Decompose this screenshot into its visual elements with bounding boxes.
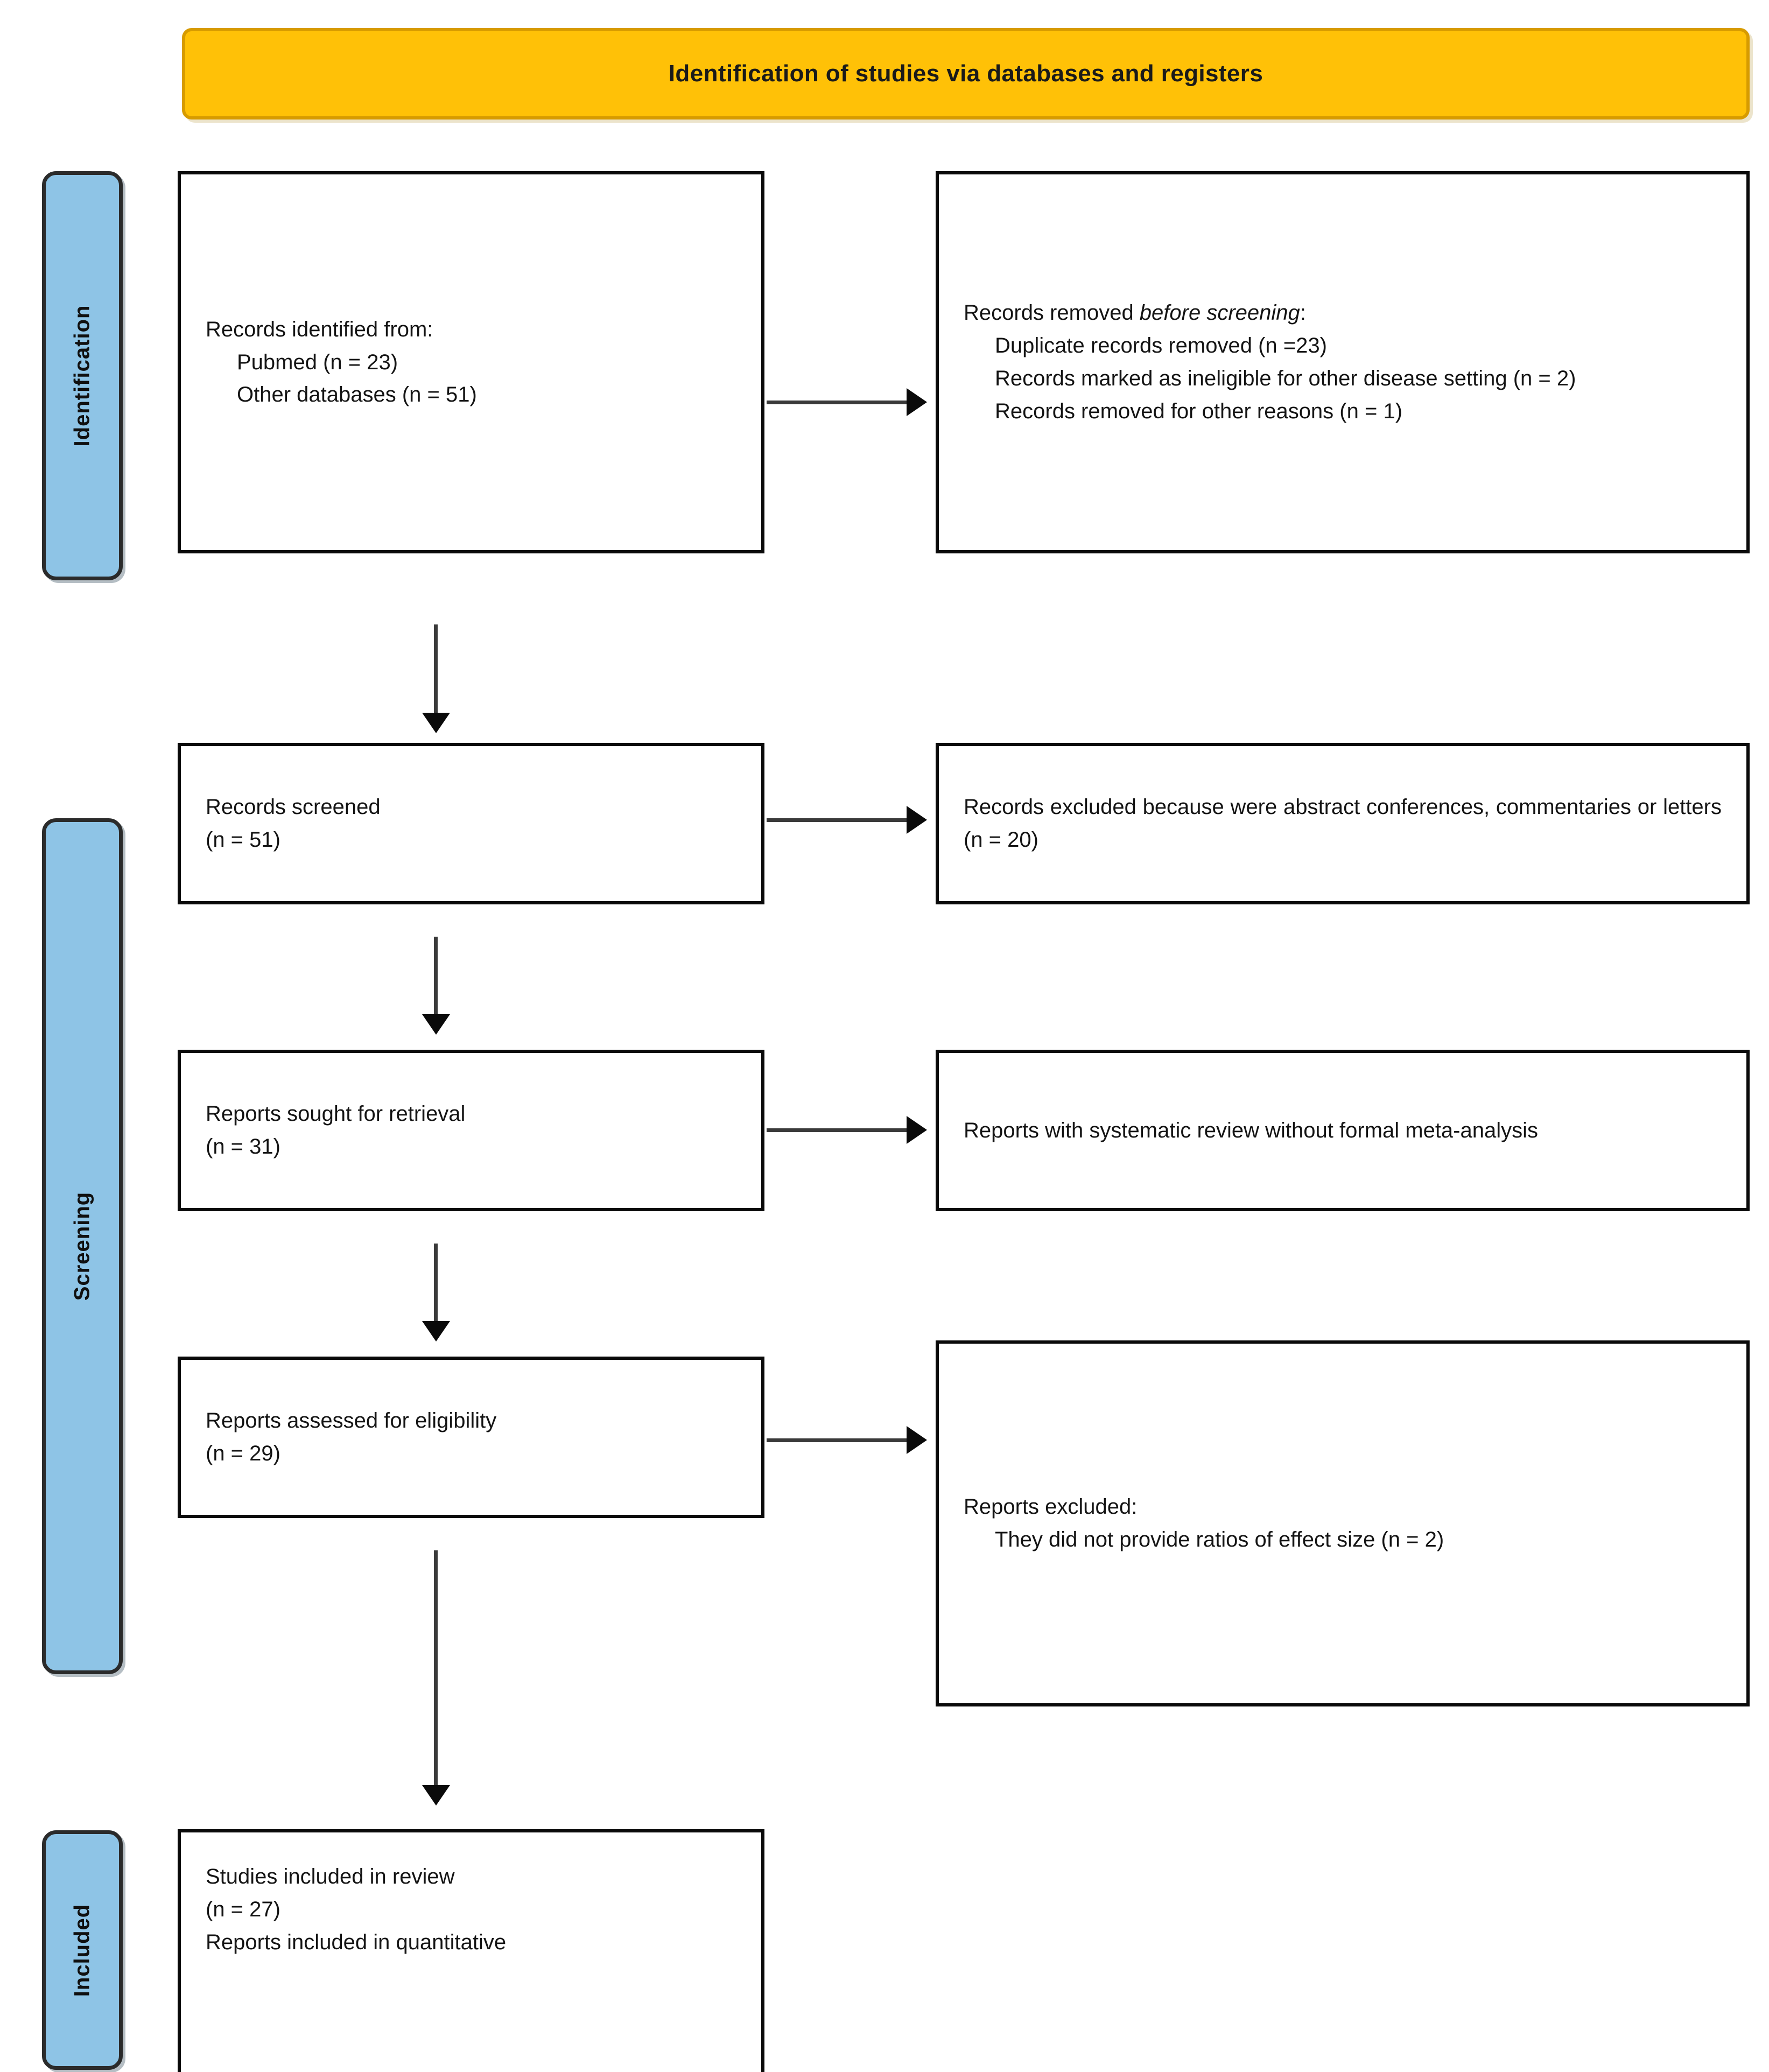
connector-assessed-to-excluded (767, 1438, 908, 1442)
arrowhead-right-icon-screened-to-excluded (907, 806, 927, 834)
box-studies-included-in-review: Studies included in review (n = 27) Repo… (178, 1829, 764, 2072)
records-screened-label: Records screened (206, 795, 381, 819)
reports-assessed-label: Reports assessed for eligibility (206, 1409, 497, 1433)
stage-label-identification: Identification (70, 305, 94, 447)
records-removed-heading-italic: before screening (1139, 301, 1300, 325)
reports-excluded-heading: Reports excluded: (964, 1495, 1138, 1519)
records-removed-ineligible: Records marked as ineligible for other d… (995, 367, 1576, 390)
connector-screened-to-sought (434, 937, 438, 1016)
studies-included-label: Studies included in review (206, 1865, 455, 1888)
records-removed-heading: Records removed before screening: (964, 297, 1722, 329)
box-reports-excluded: Reports excluded: They did not provide r… (936, 1340, 1750, 1706)
records-identified-other-databases: Other databases (n = 51) (237, 383, 477, 407)
records-removed-heading-suffix: : (1300, 301, 1306, 325)
reports-sought-count: (n = 31) (206, 1135, 280, 1158)
records-removed-heading-prefix: Records removed (964, 301, 1140, 325)
records-screened-count: (n = 51) (206, 828, 280, 852)
reports-assessed-count: (n = 29) (206, 1442, 280, 1465)
box-records-excluded-abstract: Records excluded because were abstract c… (936, 743, 1750, 904)
records-identified-heading: Records identified from: (206, 317, 433, 341)
box-records-screened: Records screened (n = 51) (178, 743, 764, 904)
arrowhead-right-icon-identified-to-removed (907, 388, 927, 416)
connector-sought-to-assessed (434, 1244, 438, 1323)
diagram-header-banner: Identification of studies via databases … (182, 28, 1750, 120)
reports-no-meta-text: Reports with systematic review without f… (964, 1118, 1539, 1142)
box-reports-without-formal-meta-analysis: Reports with systematic review without f… (936, 1050, 1750, 1211)
arrowhead-right-icon-sought-to-nometa (907, 1116, 927, 1144)
connector-identified-to-removed (767, 401, 908, 404)
reports-included-quantitative: Reports included in quantitative (206, 1930, 507, 1954)
connector-sought-to-nometa (767, 1128, 908, 1132)
arrowhead-right-icon-assessed-to-excluded (907, 1426, 927, 1454)
connector-screened-to-excluded (767, 818, 908, 822)
stage-rail-identification: Identification (42, 171, 123, 580)
arrowhead-down-icon-sought-to-assessed (422, 1321, 450, 1341)
box-reports-assessed-for-eligibility: Reports assessed for eligibility (n = 29… (178, 1357, 764, 1518)
stage-rail-included: Included (42, 1830, 123, 2070)
connector-identified-to-screened (434, 624, 438, 715)
reports-sought-label: Reports sought for retrieval (206, 1102, 466, 1126)
records-excluded-abstract-text: Records excluded because were abstract c… (964, 795, 1722, 852)
box-records-removed-before-screening: Records removed before screening: Duplic… (936, 171, 1750, 553)
records-removed-other-reasons: Records removed for other reasons (n = 1… (995, 399, 1403, 423)
records-removed-duplicates: Duplicate records removed (n =23) (995, 334, 1327, 358)
arrowhead-down-icon-screened-to-sought (422, 1014, 450, 1035)
box-reports-sought-for-retrieval: Reports sought for retrieval (n = 31) (178, 1050, 764, 1211)
stage-label-screening: Screening (70, 1191, 94, 1301)
arrowhead-down-icon-assessed-to-included (422, 1785, 450, 1806)
diagram-title: Identification of studies via databases … (668, 60, 1263, 87)
box-records-identified: Records identified from: Pubmed (n = 23)… (178, 171, 764, 553)
records-identified-pubmed: Pubmed (n = 23) (237, 350, 398, 374)
reports-excluded-reason: They did not provide ratios of effect si… (995, 1528, 1444, 1551)
studies-included-count: (n = 27) (206, 1897, 280, 1921)
arrowhead-down-icon-identified-to-screened (422, 713, 450, 733)
connector-assessed-to-included (434, 1550, 438, 1787)
stage-label-included: Included (70, 1904, 94, 1997)
stage-rail-screening: Screening (42, 818, 123, 1674)
